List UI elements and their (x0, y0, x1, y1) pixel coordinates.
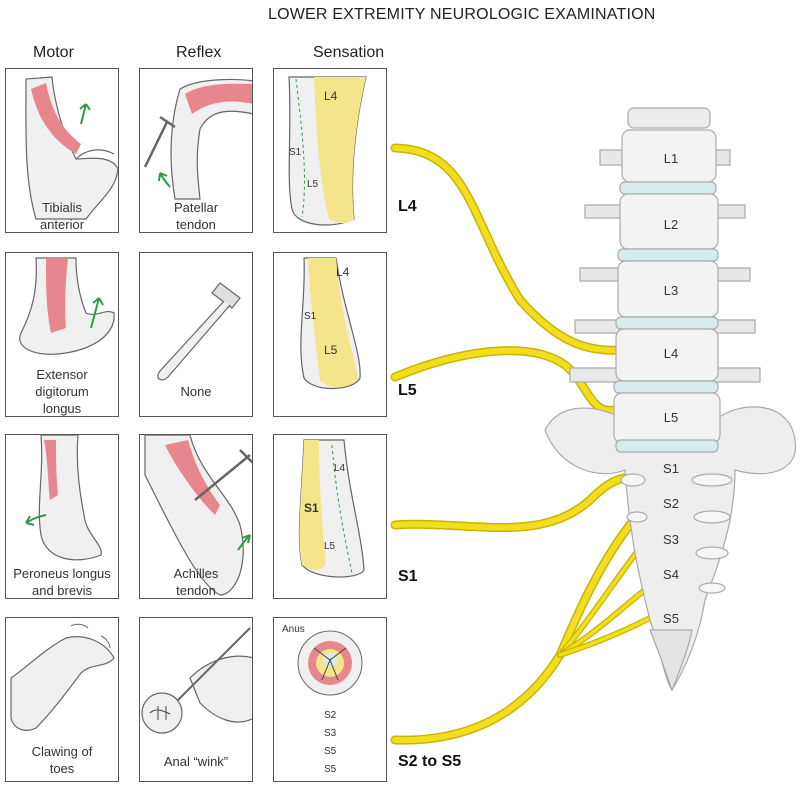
vertebra-label-l5: L5 (663, 410, 679, 425)
column-header-sensation: Sensation (313, 44, 385, 61)
reflex-panel-achilles: Achilles tendon (139, 434, 253, 599)
sacrum (544, 406, 797, 692)
derm-label-s5: S5 (324, 764, 337, 775)
motor-panel-peroneus: Peroneus longus and brevis (5, 434, 119, 599)
vertebra-label-l1: L1 (663, 151, 679, 166)
sensation-panel-l4: L4 S1 L5 (273, 68, 387, 233)
sacral-label-s1: S1 (663, 461, 679, 476)
derm-label-s3: S3 (324, 728, 337, 739)
sensation-panel-l5: L4 S1 L5 (273, 252, 387, 417)
vertebra-label-l2: L2 (663, 217, 679, 232)
motor-panel-tibialis-anterior: Tibialis anterior (5, 68, 119, 233)
nerve-s1 (390, 471, 640, 532)
vertebra-label-l4: L4 (663, 346, 679, 361)
sensation-panel-s2-s5: Anus S2 S3 S5 S5 (273, 617, 387, 782)
anal-wink-illustration (141, 627, 252, 734)
ankle-reflex-illustration (144, 435, 252, 596)
reflex-caption-line1: Achilles (173, 566, 219, 581)
derm-label-l5: L5 (307, 179, 319, 190)
dermatome-foot-illustration (300, 257, 361, 390)
motor-caption-line2: and brevis (32, 583, 92, 598)
nerve-roots (390, 143, 653, 745)
vertebra-label-l3: L3 (663, 283, 679, 298)
motor-caption-line1: Peroneus longus (13, 566, 111, 581)
reflex-panel-anal-wink: Anal “wink” (139, 617, 253, 782)
reflex-caption-line1: Patellar (173, 200, 219, 215)
sacral-label-s2: S2 (663, 496, 679, 511)
derm-label-s1: S1 (289, 147, 302, 158)
root-label-l4: L4 (398, 198, 417, 215)
root-label-s1: S1 (398, 568, 418, 585)
reflex-panel-none: None (139, 252, 253, 417)
reflex-caption-line2: tendon (176, 217, 216, 232)
knee-reflex-illustration (143, 78, 252, 200)
derm-label-s4: S5 (324, 746, 337, 757)
derm-label-s1: S1 (304, 311, 317, 322)
dermatome-foot-lateral-illustration (298, 439, 365, 578)
sensation-panel-s1: L4 S1 L5 (273, 434, 387, 599)
motor-panel-extensor-digitorum: Extensor digitorum longus (5, 252, 119, 417)
reflex-hammer-icon (157, 282, 241, 381)
toe-extension-illustration (19, 257, 115, 355)
derm-label-anus: Anus (282, 624, 305, 635)
reflex-caption-line1: None (180, 384, 212, 399)
root-label-s2-s5: S2 to S5 (398, 753, 462, 770)
diagram-title: LOWER EXTREMITY NEUROLOGIC EXAMINATION (268, 6, 656, 23)
motor-caption-line2: anterior (39, 217, 85, 232)
sacral-label-s3: S3 (663, 532, 679, 547)
derm-label-l4: L4 (324, 89, 338, 103)
column-header-reflex: Reflex (176, 44, 222, 61)
vertebrae (569, 107, 761, 453)
sacral-label-s5: S5 (663, 611, 679, 626)
derm-label-s1: S1 (304, 501, 319, 515)
motor-caption-line2: digitorum (35, 384, 89, 399)
derm-label-l4: L4 (334, 463, 346, 474)
reflex-caption-line2: tendon (176, 583, 216, 598)
derm-label-l4: L4 (336, 265, 350, 279)
reflex-caption-line1: Anal “wink” (163, 754, 229, 769)
reflex-panel-patellar: Patellar tendon (139, 68, 253, 233)
motor-caption-line1: Tibialis (42, 200, 82, 215)
clawed-toes-illustration (10, 623, 115, 731)
motor-caption-line1: Clawing of (31, 744, 93, 759)
foot-eversion-illustration (25, 435, 102, 561)
derm-label-l5: L5 (324, 343, 338, 357)
derm-label-l5: L5 (324, 541, 336, 552)
derm-label-s2: S2 (324, 710, 337, 721)
dermatome-leg-illustration (288, 76, 367, 226)
motor-caption-line2: toes (49, 761, 75, 776)
foot-dorsiflexion-illustration (25, 76, 118, 220)
motor-panel-clawing: Clawing of toes (5, 617, 119, 782)
sacral-label-s4: S4 (663, 567, 679, 582)
column-header-motor: Motor (33, 44, 74, 61)
perianal-dermatome-illustration (297, 630, 363, 696)
root-label-l5: L5 (398, 382, 417, 399)
motor-caption-line3: longus (42, 401, 82, 416)
motor-caption-line1: Extensor (36, 367, 88, 382)
